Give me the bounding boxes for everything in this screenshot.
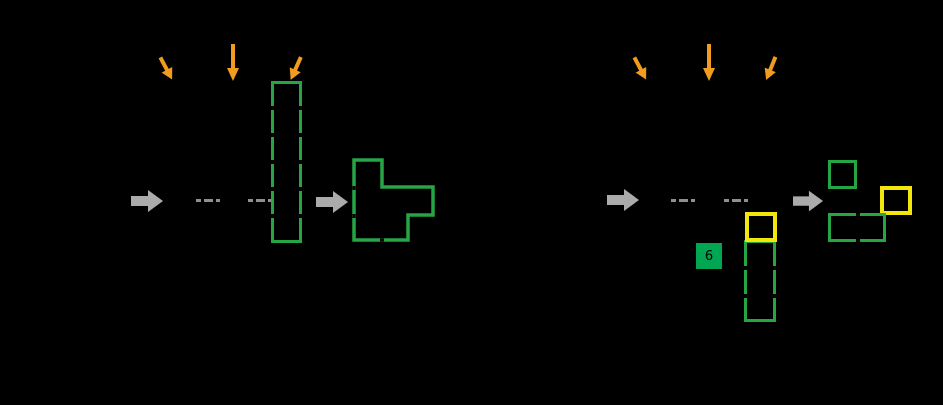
left-panel — [0, 0, 471, 405]
orange-arrow-down-left-icon — [764, 56, 778, 81]
small-green-cell — [828, 160, 857, 189]
right-panel: 6 — [471, 0, 943, 405]
orange-arrow-down-icon — [227, 44, 239, 81]
ellipsis-dashes — [196, 198, 220, 202]
orange-arrow-down-right-icon — [632, 56, 647, 80]
tall-green-column — [744, 240, 776, 322]
gray-right-arrow-icon — [131, 190, 163, 212]
cell-count-label: 6 — [704, 248, 714, 264]
green-l-shaped-block — [352, 158, 435, 242]
ellipsis-dashes — [248, 198, 272, 202]
orange-arrow-down-left-icon — [289, 56, 303, 80]
gray-right-arrow-icon — [316, 191, 348, 213]
gray-right-arrow-icon — [793, 190, 823, 212]
tall-green-column — [271, 81, 302, 243]
ellipsis-dashes — [724, 198, 748, 202]
yellow-cell — [880, 186, 912, 215]
orange-arrow-down-right-icon — [158, 56, 173, 80]
green-filled-cell: 6 — [696, 243, 722, 269]
orange-arrow-down-icon — [703, 44, 715, 81]
yellow-highlight-cell — [745, 212, 777, 242]
gray-right-arrow-icon — [607, 189, 639, 211]
wide-green-block — [828, 213, 886, 242]
ellipsis-dashes — [671, 198, 695, 202]
